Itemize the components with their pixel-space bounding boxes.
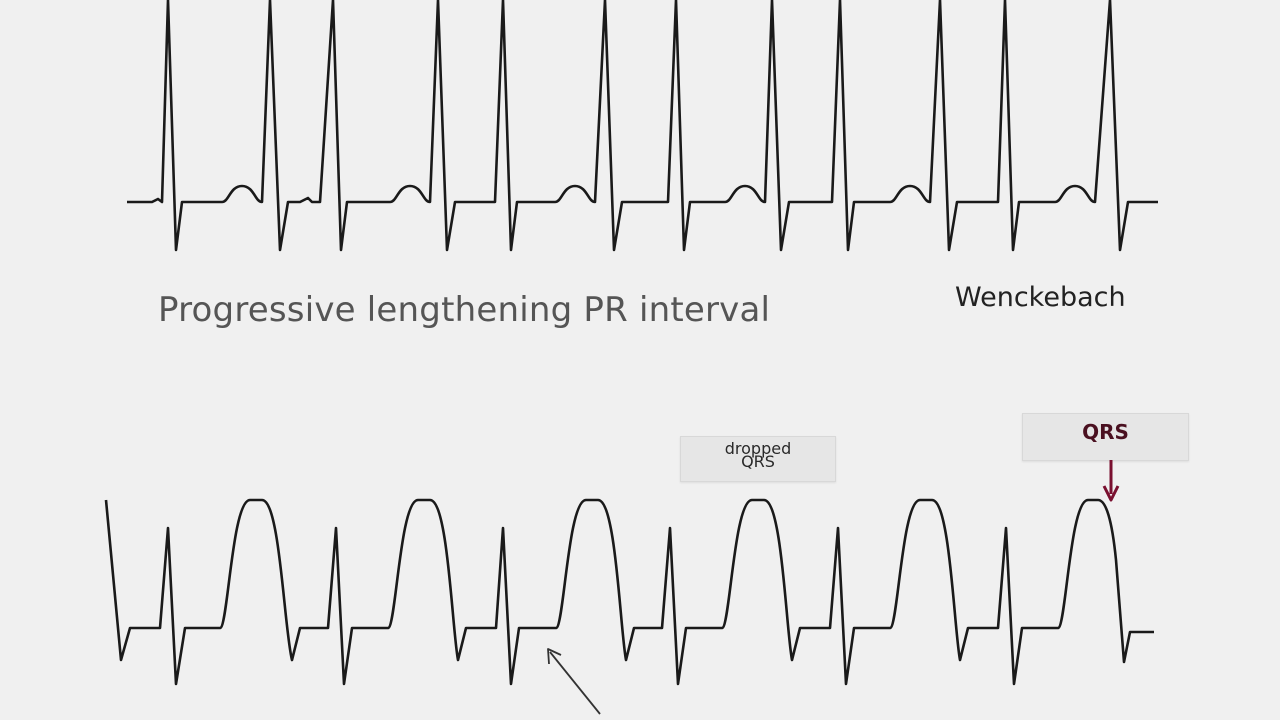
qrs-label: QRS: [1022, 413, 1189, 461]
qrs-label-line1: QRS: [1082, 420, 1129, 444]
dropped-label-line2: QRS: [741, 452, 775, 471]
ecg-strip-bottom: [104, 498, 1154, 686]
dropped-qrs-label: dropped QRS: [680, 436, 836, 482]
ecg-trace-top: [127, 0, 1158, 252]
caption-progressive-pr: Progressive lengthening PR interval: [158, 290, 771, 330]
caption-wenckebach: Wenckebach: [955, 282, 1126, 313]
dropped-label-line1: dropped: [724, 439, 792, 458]
ecg-strip-top: [127, 0, 1158, 252]
ecg-trace-bottom: [104, 498, 1154, 686]
